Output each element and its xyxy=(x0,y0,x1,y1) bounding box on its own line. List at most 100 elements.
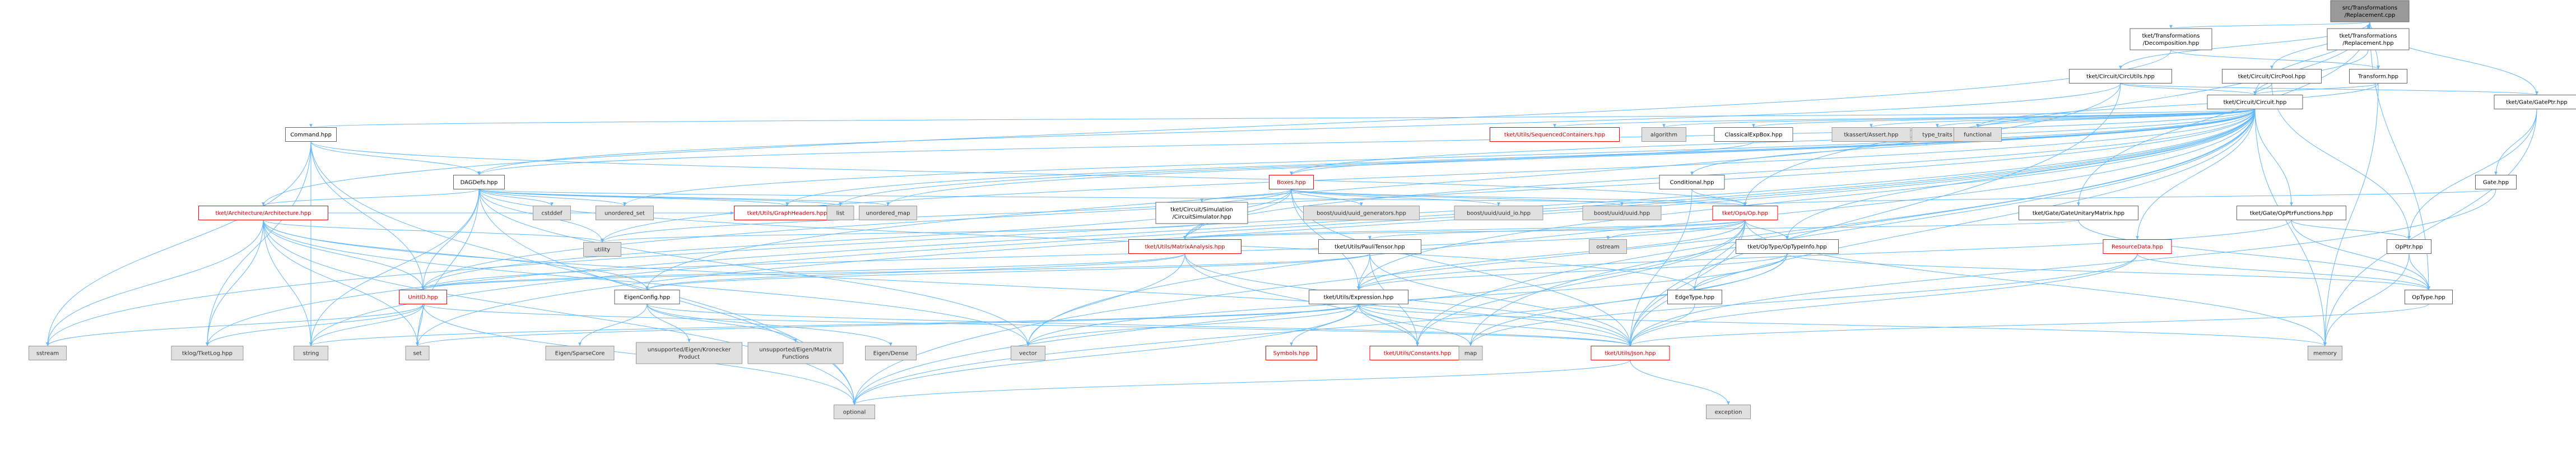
node-label: tket/Architecture/Architecture.hpp xyxy=(216,211,311,217)
node-circutils[interactable]: tket/Circuit/CircUtils.hpp xyxy=(2069,69,2172,83)
node-eigensparse: Eigen/SparseCore xyxy=(545,346,615,360)
edge-decomp-to-architecture xyxy=(262,49,2172,206)
node-optypeinfo[interactable]: tket/OpType/OpTypeInfo.hpp xyxy=(1736,239,1839,254)
edge-optypeinfo-to-optype xyxy=(1787,253,2430,290)
node-edgetype[interactable]: EdgeType.hpp xyxy=(1667,290,1722,304)
node-box xyxy=(1712,206,1778,220)
node-circpool[interactable]: tket/Circuit/CircPool.hpp xyxy=(2222,69,2322,83)
node-replhpp[interactable]: tket/Transformations/Replacement.hpp xyxy=(2327,28,2410,50)
node-seqcont[interactable]: tket/Utils/SequencedContainers.hpp xyxy=(1490,127,1620,142)
node-label: tkassert/Assert.hpp xyxy=(1844,132,1898,138)
node-opop[interactable]: tket/Ops/Op.hpp xyxy=(1712,206,1778,220)
node-json[interactable]: tket/Utils/Json.hpp xyxy=(1591,346,1670,360)
node-label: map xyxy=(1464,351,1477,357)
node-box xyxy=(1714,127,1793,142)
node-label: EdgeType.hpp xyxy=(1675,295,1714,301)
node-memory: memory xyxy=(2308,346,2342,360)
edge-circuit-to-graphheaders xyxy=(785,109,2256,206)
node-gateptr[interactable]: tket/Gate/GatePtr.hpp xyxy=(2494,95,2576,109)
node-dagdefs[interactable]: DAGDefs.hpp xyxy=(453,175,505,189)
node-opptr[interactable]: OpPtr.hpp xyxy=(2387,239,2431,254)
edge-circuit-to-utility xyxy=(601,109,2256,243)
edge-decomp-to-transform xyxy=(2170,49,2380,69)
node-label: boost/uuid/uuid_generators.hpp xyxy=(1317,211,1406,217)
node-ostream: ostream xyxy=(1589,239,1627,254)
node-sstream: sstream xyxy=(29,346,67,360)
node-label: src/Transformations xyxy=(2342,5,2397,11)
node-label: tket/Utils/Constants.hpp xyxy=(1384,351,1452,357)
node-label: Conditional.hpp xyxy=(1670,180,1714,186)
node-label: Gate.hpp xyxy=(2483,180,2509,186)
node-label: tket/OpType/OpTypeInfo.hpp xyxy=(1747,244,1827,250)
edge-dagdefs-to-opop xyxy=(478,189,1746,206)
node-opptrfunc[interactable]: tket/Gate/OpPtrFunctions.hpp xyxy=(2236,206,2346,220)
edge-circutils-to-dagdefs xyxy=(477,83,2121,175)
node-paulitensor[interactable]: tket/Utils/PauliTensor.hpp xyxy=(1318,239,1421,254)
edge-architecture-to-vector xyxy=(263,220,1030,346)
node-label: OpPtr.hpp xyxy=(2395,244,2423,250)
node-circuit[interactable]: tket/Circuit/Circuit.hpp xyxy=(2207,95,2303,109)
node-box xyxy=(826,206,854,220)
node-expression[interactable]: tket/Utils/Expression.hpp xyxy=(1309,290,1408,304)
edge-opop-to-memory xyxy=(1745,220,2327,346)
node-box xyxy=(2494,95,2576,109)
edge-optype-to-json xyxy=(1629,304,2429,346)
node-command[interactable]: Command.hpp xyxy=(285,127,337,142)
node-label: cstddef xyxy=(542,211,562,217)
node-box xyxy=(1269,175,1314,189)
node-root[interactable]: src/Transformations/Replacement.cpp xyxy=(2330,0,2410,22)
node-box xyxy=(399,290,447,304)
edge-paulitensor-to-unitid xyxy=(421,253,1370,290)
node-label: sstream xyxy=(36,351,59,357)
node-box xyxy=(596,206,654,220)
edge-command-to-optional xyxy=(310,141,856,405)
edge-boxes-to-uuidgen xyxy=(1291,189,1363,206)
node-box xyxy=(1303,206,1420,220)
node-box xyxy=(533,206,571,220)
edge-matrixanalysis-to-constants xyxy=(1184,253,1419,346)
node-architecture[interactable]: tket/Architecture/Architecture.hpp xyxy=(198,206,328,220)
node-box xyxy=(1011,346,1045,360)
node-constants[interactable]: tket/Utils/Constants.hpp xyxy=(1369,346,1466,360)
edge-gateunitary-to-optype xyxy=(2078,220,2430,290)
node-box xyxy=(865,346,917,360)
edge-circuit-to-conditional xyxy=(1690,109,2256,175)
node-gatehpp[interactable]: Gate.hpp xyxy=(2475,175,2517,189)
node-symbols[interactable]: Symbols.hpp xyxy=(1266,346,1317,360)
node-box xyxy=(734,206,840,220)
node-gateunitary[interactable]: tket/Gate/GateUnitaryMatrix.hpp xyxy=(2019,206,2138,220)
node-conditional[interactable]: Conditional.hpp xyxy=(1659,175,1725,189)
node-label: tket/Utils/GraphHeaders.hpp xyxy=(747,211,827,217)
node-decomp[interactable]: tket/Transformations/Decomposition.hpp xyxy=(2129,28,2212,50)
node-boxes[interactable]: Boxes.hpp xyxy=(1269,175,1314,189)
node-label: ResourceData.hpp xyxy=(2112,244,2163,250)
node-matrixanalysis[interactable]: tket/Utils/MatrixAnalysis.hpp xyxy=(1128,239,1241,254)
edge-unitid-to-tklog xyxy=(206,304,424,346)
edge-transform-to-functional xyxy=(1976,83,2379,128)
node-eigenconfig[interactable]: EigenConfig.hpp xyxy=(614,290,680,304)
edge-boxes-to-uuidio xyxy=(1291,189,1500,206)
edge-circuit-to-algorithm xyxy=(1662,109,2256,128)
node-algorithm: algorithm xyxy=(1642,127,1686,142)
edge-dagdefs-to-set xyxy=(416,189,480,346)
node-graphheaders[interactable]: tket/Utils/GraphHeaders.hpp xyxy=(734,206,840,220)
edge-circpool-to-opptr xyxy=(2271,83,2411,240)
node-transform[interactable]: Transform.hpp xyxy=(2349,69,2407,83)
node-label: tket/Circuit/CircUtils.hpp xyxy=(2086,74,2155,80)
edge-expression-to-json xyxy=(1358,304,1632,346)
node-resourcedata[interactable]: ResourceData.hpp xyxy=(2103,239,2172,254)
node-box xyxy=(2222,69,2322,83)
node-box xyxy=(29,346,67,360)
node-unitid[interactable]: UnitID.hpp xyxy=(399,290,447,304)
node-label: tket/Ops/Op.hpp xyxy=(1722,211,1768,217)
edge-unitid-to-sstream xyxy=(46,304,424,346)
node-box xyxy=(1659,175,1725,189)
node-box xyxy=(2405,290,2453,304)
node-optype[interactable]: OpType.hpp xyxy=(2405,290,2453,304)
node-circsim[interactable]: tket/Circuit/Simulation/CircuitSimulator… xyxy=(1155,202,1248,224)
node-label: tket/Utils/SequencedContainers.hpp xyxy=(1504,132,1605,138)
node-label: OpType.hpp xyxy=(2412,295,2445,301)
node-classexp[interactable]: ClassicalExpBox.hpp xyxy=(1714,127,1793,142)
edge-paulitensor-to-expression xyxy=(1357,253,1370,290)
node-string: string xyxy=(294,346,328,360)
